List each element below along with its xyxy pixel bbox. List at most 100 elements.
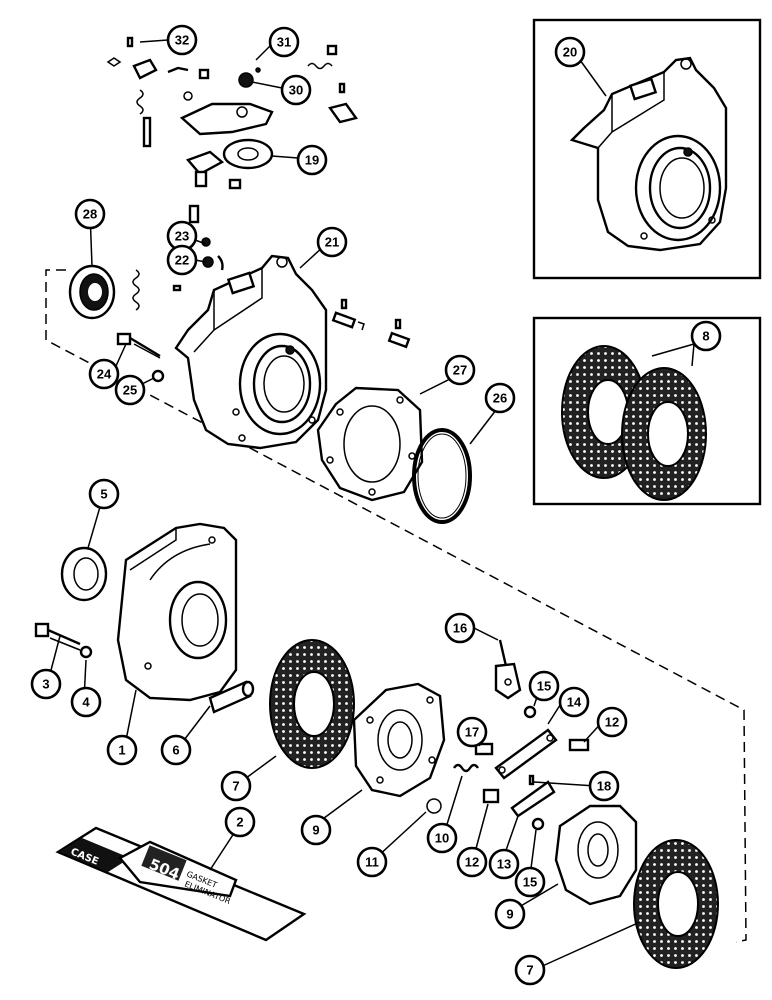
inset-box-housing: [532, 18, 762, 280]
callout-label: 16: [453, 621, 467, 636]
callout-7-right: 7: [514, 954, 546, 986]
callout-label: 9: [312, 823, 319, 838]
callout-3: 3: [30, 668, 62, 700]
callout-label: 10: [435, 831, 449, 846]
callout-label: 19: [305, 153, 319, 168]
cotter-18: [528, 774, 535, 786]
spring-10: [453, 763, 479, 773]
callout-label: 17: [465, 725, 479, 740]
actuator-plate-9-right: [554, 804, 638, 906]
bolt-3: [34, 622, 81, 651]
nut-4: [79, 645, 93, 659]
pin-17: [474, 742, 494, 756]
inset-brake-discs: [561, 345, 707, 501]
callout-12-lower: 12: [456, 846, 488, 878]
pin-6: [208, 680, 255, 714]
nut-15-lower: [531, 817, 545, 831]
callout-label: 12: [605, 715, 619, 730]
callout-label: 4: [82, 695, 90, 710]
callout-15-upper: 15: [528, 670, 560, 702]
rod-16: [494, 639, 522, 700]
callout-label: 28: [83, 207, 97, 222]
callout-label: 15: [537, 679, 551, 694]
assembly-guide-line: [45, 269, 747, 943]
callout-18: 18: [588, 770, 620, 802]
actuator-plate-9-center: [352, 682, 446, 798]
link-13: [510, 780, 556, 818]
callout-label: 14: [567, 695, 582, 710]
callout-9-center: 9: [300, 814, 332, 846]
brake-housing-21: [174, 254, 328, 450]
sealant-tube-package-2: CASE 504 GASKET ELIMINATOR: [55, 826, 307, 942]
shaft-pins: [331, 298, 411, 349]
callout-label: 30: [289, 83, 303, 98]
callout-32: 32: [166, 24, 198, 56]
callout-16: 16: [444, 612, 476, 644]
callout-12-upper: 12: [596, 706, 628, 738]
callout-label: 1: [118, 743, 125, 758]
callout-label: 25: [123, 383, 137, 398]
callout-19: 19: [296, 144, 328, 176]
callout-13: 13: [488, 848, 520, 880]
callout-22: 22: [166, 244, 198, 276]
callout-8: 8: [690, 320, 722, 352]
gasket-27: [316, 386, 424, 502]
callout-5: 5: [88, 478, 120, 510]
callout-27: 27: [444, 354, 476, 386]
inset-box-discs: [532, 316, 762, 506]
linkage-parts: [106, 36, 359, 311]
callout-label: 5: [100, 487, 107, 502]
callout-label: 32: [175, 33, 189, 48]
callout-31: 31: [268, 26, 300, 58]
callout-label: 27: [453, 363, 467, 378]
o-ring-26: [412, 428, 472, 524]
callout-label: 18: [597, 779, 611, 794]
callout-label: 23: [175, 229, 189, 244]
oil-seal-28: [68, 264, 116, 320]
callout-7-left: 7: [220, 770, 252, 802]
callout-label: 6: [172, 743, 179, 758]
callout-20: 20: [554, 36, 586, 68]
callout-label: 2: [236, 815, 243, 830]
callout-11: 11: [356, 846, 388, 878]
callout-label: 20: [563, 45, 577, 60]
brake-disc-7-left: [269, 639, 355, 769]
nut-25: [151, 369, 165, 383]
callout-10: 10: [426, 822, 458, 854]
callout-label: 24: [97, 367, 112, 382]
callout-4: 4: [70, 686, 102, 718]
callout-28: 28: [74, 198, 106, 230]
inset-brake-housing: [569, 56, 728, 252]
callout-label: 13: [497, 857, 511, 872]
callout-2: 2: [224, 806, 256, 838]
callout-17: 17: [456, 716, 488, 748]
pin-12-upper: [568, 738, 590, 752]
callout-25: 25: [114, 374, 146, 406]
callout-label: 21: [325, 235, 339, 250]
nut-15-upper: [523, 705, 537, 719]
callout-label: 7: [232, 779, 239, 794]
callout-label: 22: [175, 253, 189, 268]
callout-24: 24: [88, 358, 120, 390]
callout-label: 8: [702, 329, 709, 344]
callout-30: 30: [280, 74, 312, 106]
callout-label: 7: [526, 963, 533, 978]
callout-label: 26: [493, 391, 507, 406]
callout-label: 11: [365, 855, 379, 870]
link-14: [494, 728, 558, 780]
callout-26: 26: [484, 382, 516, 414]
callout-label: 15: [523, 875, 537, 890]
callout-9-right: 9: [494, 898, 526, 930]
callout-6: 6: [160, 734, 192, 766]
callout-1: 1: [106, 734, 138, 766]
callout-label: 12: [465, 855, 479, 870]
bolt-24: [116, 332, 161, 359]
seal-5: [60, 546, 108, 602]
callout-14: 14: [558, 686, 590, 718]
callout-label: 31: [277, 35, 291, 50]
brake-plate-1: [116, 522, 238, 702]
brake-disc-7-right: [633, 839, 719, 969]
pin-12-lower: [482, 788, 500, 804]
callout-label: 9: [506, 907, 513, 922]
